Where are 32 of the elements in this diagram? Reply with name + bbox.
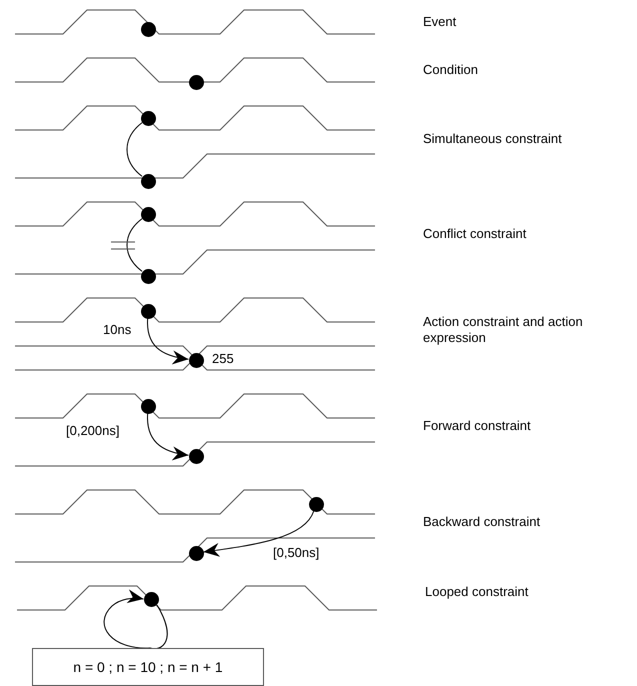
action-value: 255 xyxy=(212,351,234,367)
event-dot xyxy=(188,448,204,464)
event-dot xyxy=(188,546,204,560)
event-dot xyxy=(308,496,324,512)
event-dot xyxy=(188,74,204,90)
row-caption: Forward constraint xyxy=(423,418,532,434)
constraint-arrow xyxy=(104,590,168,650)
event-dot xyxy=(140,174,156,188)
constraint-line xyxy=(126,218,143,272)
event-dot xyxy=(140,304,156,318)
event-dot xyxy=(144,592,158,606)
row-caption: Condition xyxy=(423,62,479,78)
constraint-arrow xyxy=(202,510,314,557)
event-dot xyxy=(140,110,156,126)
event-dot xyxy=(140,22,156,36)
row-caption: Conflict constraint xyxy=(423,226,528,242)
edge-label: [0,50ns] xyxy=(273,545,320,560)
row-caption: Event xyxy=(423,14,458,30)
constraint-arrow xyxy=(147,413,189,460)
event-dot xyxy=(140,268,156,284)
edge-label: [0,200ns] xyxy=(66,423,120,438)
row-caption: Simultaneous constraint xyxy=(423,131,563,147)
event-dot xyxy=(140,398,156,414)
expression-box: n = 0 ; n = 10 ; n = n + 1 xyxy=(32,648,264,686)
row-caption: Backward constraint xyxy=(423,514,542,530)
edge-label: 10ns xyxy=(103,322,132,337)
event-dot xyxy=(140,206,156,222)
event-dot xyxy=(188,352,204,368)
row-caption: Action constraint and action expression xyxy=(423,314,584,346)
constraint-arrow xyxy=(147,318,189,364)
constraint-line xyxy=(126,122,143,177)
row-caption: Looped constraint xyxy=(425,584,530,600)
